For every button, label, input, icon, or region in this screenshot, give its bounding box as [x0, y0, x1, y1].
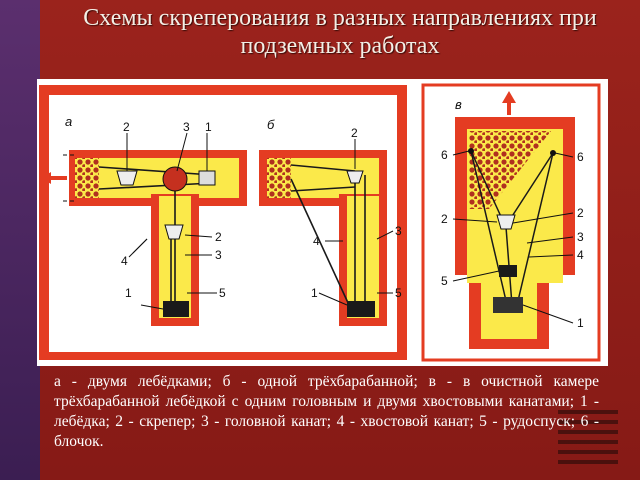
- scheme-figure: а 2 3 1 4 2 3 1 5: [37, 79, 608, 366]
- panel-c-letter: в: [455, 97, 462, 112]
- panel-a-label-2: 2: [123, 120, 130, 134]
- panel-c-label-6-right: 6: [577, 150, 584, 164]
- panel-a-label-1: 1: [205, 120, 212, 134]
- panel-b-label-1: 1: [311, 286, 318, 300]
- panel-a-winch-icon: [198, 170, 216, 186]
- panel-b-winch-icon: [347, 301, 375, 317]
- slide-title: Схемы скреперования в разных направления…: [83, 5, 597, 59]
- panel-a-label-2b: 2: [215, 230, 222, 244]
- scheme-diagram: а 2 3 1 4 2 3 1 5: [39, 83, 601, 362]
- panel-b-leaders: [318, 139, 394, 306]
- panel-c-label-2-left: 2: [441, 212, 448, 226]
- panel-c-winch-icon: [493, 297, 523, 313]
- panel-c-orepass-icon: [499, 265, 517, 277]
- decorative-stripes: [558, 404, 618, 474]
- panel-a-label-3b: 3: [215, 248, 222, 262]
- panel-b-label-4: 4: [313, 234, 320, 248]
- panel-c-scraper-icon: [496, 214, 516, 230]
- panel-c-pulley-right-icon: [550, 150, 556, 156]
- panel-b-letter: б: [267, 117, 275, 132]
- panel-a-ropes: [98, 166, 213, 307]
- panel-a-arrow-icon: [41, 172, 51, 184]
- panel-c-label-4: 4: [577, 248, 584, 262]
- panel-a-label-3: 3: [183, 120, 190, 134]
- panel-a-scraper2-icon: [164, 224, 184, 240]
- panel-c-label-3: 3: [577, 230, 584, 244]
- panel-a-ore: [75, 158, 99, 198]
- panel-c-leaders: [452, 150, 574, 324]
- panel-b-ore: [267, 158, 291, 198]
- panel-b-ropes: [290, 164, 366, 306]
- panel-a-label-4: 4: [121, 254, 128, 268]
- panel-b-label-2: 2: [351, 126, 358, 140]
- panel-a-scraper-icon: [116, 170, 138, 186]
- panel-c: в 6 6 2 2 3 4 5 1: [421, 83, 601, 362]
- left-accent-bar: [0, 0, 40, 480]
- panel-a-label-1b: 1: [125, 286, 132, 300]
- panel-c-label-2-right: 2: [577, 206, 584, 220]
- panel-c-ore: [469, 131, 551, 209]
- panel-c-pulley-left-icon: [468, 148, 474, 154]
- panel-a: а 2 3 1 4 2 3 1 5: [39, 85, 407, 360]
- panel-c-label-1: 1: [577, 316, 584, 330]
- panel-b-label-5: 5: [395, 286, 402, 300]
- panel-a-winch-drum-icon: [162, 166, 188, 192]
- panel-b-label-3: 3: [395, 224, 402, 238]
- panel-c-ropes: [470, 150, 554, 306]
- panel-a-leaders: [126, 132, 217, 294]
- panel-a-letter: а: [65, 114, 72, 129]
- panel-a-label-5: 5: [219, 286, 226, 300]
- figure-caption: а - двумя лебёдками; б - одной трёхбараб…: [54, 373, 599, 450]
- panel-c-label-5: 5: [441, 274, 448, 288]
- panel-c-arrow-icon: [502, 91, 516, 103]
- panel-a-orepass-icon: [163, 301, 189, 317]
- panel-c-label-6-left: 6: [441, 148, 448, 162]
- panel-b-scraper-icon: [346, 170, 364, 184]
